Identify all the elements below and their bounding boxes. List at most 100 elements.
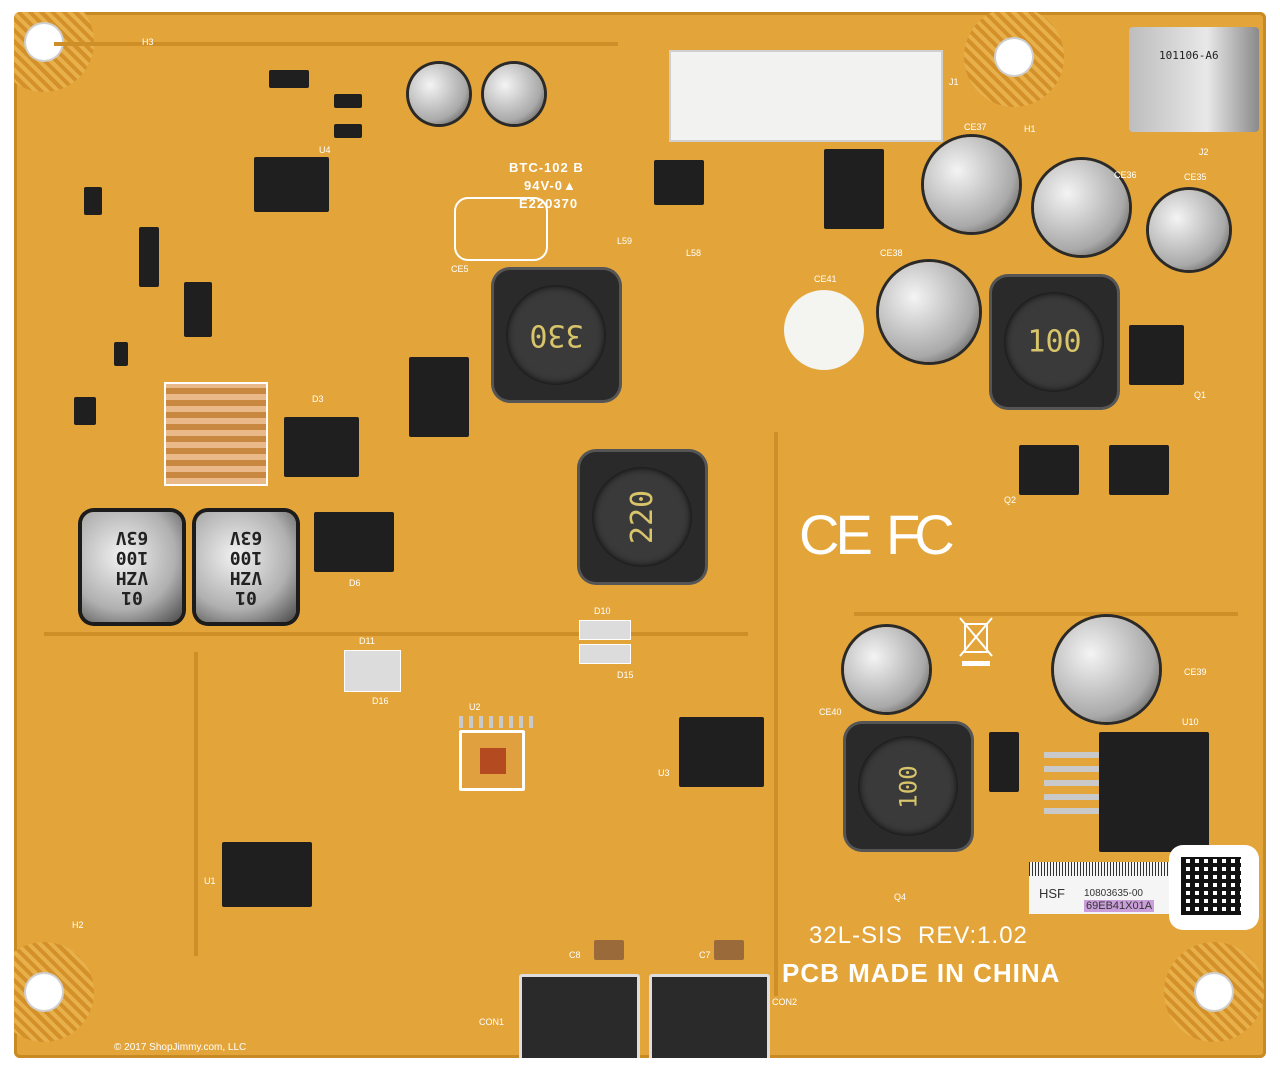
datamatrix-pattern (1181, 857, 1241, 915)
fcc-mark: FC (886, 503, 955, 566)
resistor (334, 124, 362, 138)
ic-chip (1129, 325, 1184, 385)
designator-d15: D15 (617, 670, 634, 680)
diode-d6 (314, 512, 394, 572)
capacitor-c8 (594, 940, 624, 960)
capacitor-ce37 (924, 137, 1019, 232)
footprint-ce41 (784, 290, 864, 370)
inductor-core (858, 736, 958, 836)
pcb-board: BTC-102 B 94V-0▲ E220370 J1 101106-A6 J2… (14, 12, 1266, 1058)
ic-u2-center (480, 748, 506, 774)
designator-ce40: CE40 (819, 707, 842, 717)
designator-d3: D3 (312, 394, 324, 404)
connector-j1 (669, 50, 943, 142)
designator-h1: H1 (1024, 124, 1036, 134)
capacitor-ce3-text: 01 VZH 100 63V (229, 527, 263, 608)
ic-u3 (679, 717, 764, 787)
capacitor-ce35 (1149, 190, 1229, 270)
datamatrix-code (1169, 845, 1259, 930)
designator-ce5: CE5 (451, 264, 469, 274)
transistor (139, 227, 159, 287)
copyright-text: © 2017 ShopJimmy.com, LLC (114, 1042, 247, 1053)
designator-h3: H3 (142, 37, 154, 47)
sticker-hsf: HSF (1039, 886, 1065, 901)
jack-j2: 101106-A6 (1129, 27, 1259, 132)
designator-q4: Q4 (894, 892, 907, 902)
material-line-1: BTC-102 B (509, 160, 584, 175)
material-line-2: 94V-0▲ (524, 178, 577, 193)
capacitor-ce2: 01 VZH 100 63V (82, 512, 182, 622)
designator-u3: U3 (658, 768, 670, 778)
capacitor-ce4 (409, 64, 469, 124)
capacitor-ce1 (484, 64, 544, 124)
mounting-hole-h1 (964, 12, 1064, 107)
designator-ce41: CE41 (814, 274, 837, 284)
designator-con2: CON2 (772, 997, 798, 1007)
designator-d6: D6 (349, 578, 361, 588)
inductor-l1-value: 330 (529, 317, 584, 353)
designator-ce35: CE35 (1184, 172, 1207, 182)
ic-chip (1109, 445, 1169, 495)
capacitor-ce38 (879, 262, 979, 362)
designator-c7: C7 (699, 950, 711, 960)
designator-ce39: CE39 (1184, 667, 1207, 677)
sticker-part-number: 10803635-00 (1084, 888, 1143, 899)
connector-con2 (649, 974, 770, 1058)
trace (44, 632, 748, 636)
trace (194, 652, 198, 956)
inductor-l2-value: 220 (625, 489, 660, 545)
inductor-l60: 100 (992, 277, 1117, 407)
trace (854, 612, 1238, 616)
inductor-core (506, 285, 606, 385)
inductor-l2: 220 (580, 452, 705, 582)
connector-con1 (519, 974, 640, 1058)
mounting-hole-h4 (1164, 942, 1264, 1042)
capacitor-ce40 (844, 627, 929, 712)
designator-q1: Q1 (1194, 390, 1207, 400)
capacitor-c7 (714, 940, 744, 960)
designator-con1: CON1 (479, 1017, 505, 1027)
designator-j2: J2 (1199, 147, 1209, 157)
ic-u2 (459, 730, 525, 791)
designator-ce36: CE36 (1114, 170, 1137, 180)
designator-j1: J1 (949, 77, 959, 87)
board-model-text: 32L-SIS REV:1.02 (809, 922, 1028, 949)
mosfet-q10 (409, 357, 469, 437)
designator-u1: U1 (204, 876, 216, 886)
diode-d5 (269, 70, 309, 88)
footprint-ce5 (454, 197, 548, 261)
sticker-stripe (1029, 862, 1179, 876)
regulator-pins (1044, 752, 1099, 822)
inductor-l64-value: 100 (894, 764, 923, 809)
diode-d24 (989, 732, 1019, 792)
diode-d15 (579, 644, 631, 664)
designator-q2: Q2 (1004, 495, 1017, 505)
inductor-core (1004, 292, 1104, 392)
ic-u4 (254, 157, 329, 212)
inductor-core (592, 467, 692, 567)
designator-ce38: CE38 (880, 248, 903, 258)
diode-d25 (824, 149, 884, 229)
designator-c8: C8 (569, 950, 581, 960)
regulator-u10 (1099, 732, 1209, 852)
ic-chip (654, 160, 704, 205)
ce-mark: CE (799, 503, 873, 566)
ic-u2-pins (459, 716, 534, 728)
designator-l59: L59 (617, 236, 633, 246)
diode-d10 (579, 620, 631, 640)
board-origin-text: PCB MADE IN CHINA (782, 958, 1061, 988)
designator-h2: H2 (72, 920, 84, 930)
crossed-bin-icon (956, 614, 996, 669)
designator-d11: D11 (359, 636, 375, 646)
inductor-l64: 100 (846, 724, 971, 849)
designator-d10: D10 (594, 606, 611, 616)
designator-d16: D16 (372, 696, 389, 706)
designator-ce37: CE37 (964, 122, 987, 132)
trace (774, 432, 778, 996)
resistor (114, 342, 128, 366)
part-sticker: HSF 10803635-00 69EB41X01A (1029, 862, 1179, 914)
designator-u4: U4 (319, 145, 331, 155)
ic-u1 (222, 842, 312, 907)
diode-d3 (284, 417, 359, 477)
capacitor-ce3: 01 VZH 100 63V (196, 512, 296, 622)
